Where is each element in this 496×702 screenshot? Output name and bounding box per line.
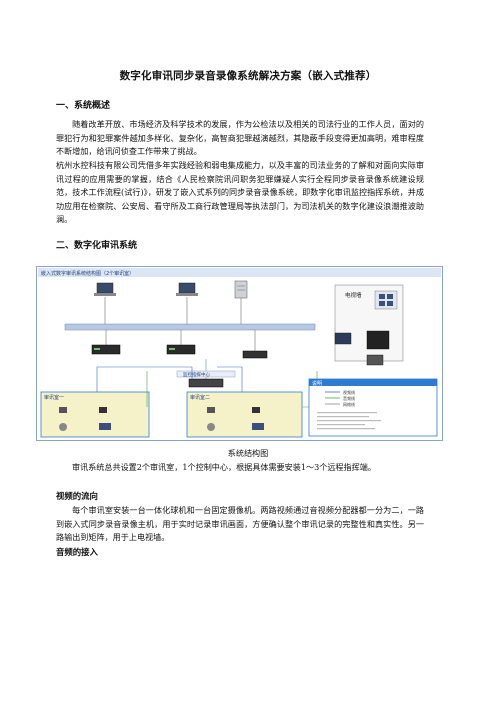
legend-box: [308, 378, 438, 437]
video-flow-paragraph: 每个审讯室安装一台一体化球机和一台固定摄像机。两路视频通过音视频分配器都一分为二…: [56, 504, 424, 545]
interrogation-room-left: [40, 391, 150, 438]
storage-icon: [366, 330, 390, 350]
room-right-label: 审讯室二: [190, 394, 210, 401]
monitor-icon: [334, 332, 352, 345]
diagram-header-text: 嵌入式数字审讯系统结构图（2个审讯室）: [41, 270, 134, 277]
section-heading-system: 二、数字化审讯系统: [56, 241, 138, 251]
system-paragraph: 审讯系统总共设置2个审讯室，1个控制中心，根据具体需要安装1～3个远程指挥端。: [56, 461, 424, 475]
laptop-icon: [94, 282, 116, 296]
decoder-icon: [242, 350, 268, 359]
tv-wall-label: 电视墙: [345, 291, 362, 299]
legend-item-audio: 音频线: [343, 395, 355, 401]
tv-wall-panel: 电视墙: [334, 284, 404, 362]
mic-icon: [252, 407, 260, 413]
recorder-host-icon: [166, 344, 196, 355]
system-structure-diagram: 嵌入式数字审讯系统结构图（2个审讯室）: [36, 266, 443, 441]
control-center-label: 监控指挥中心: [183, 371, 210, 378]
room-left-label: 审讯室一: [44, 394, 64, 401]
server-icon: [234, 280, 248, 299]
diagram-svg: 嵌入式数字审讯系统结构图（2个审讯室）: [38, 268, 441, 438]
network-bus: [64, 323, 316, 331]
overview-paragraph-1: 随着改革开放、市场经济及科学技术的发展，作为公检法以及相关的司法行业的工作人员，…: [56, 118, 424, 159]
dome-camera-icon: [207, 423, 215, 431]
diagram-caption: 系统结构图: [227, 448, 269, 458]
display-icon: [252, 423, 264, 430]
speaker-icon: [366, 354, 384, 366]
laptop-icon: [176, 282, 198, 296]
legend-item-network: 网络线: [343, 401, 355, 407]
legend-item-video: 视频线: [343, 389, 355, 395]
legend-header: [309, 379, 437, 386]
legend-notes: [317, 412, 381, 430]
overview-paragraph-1-text: 随着改革开放、市场经济及科学技术的发展，作为公检法以及相关的司法行业的工作人员，…: [56, 119, 424, 156]
display-icon: [99, 423, 111, 430]
camera-icon: [207, 407, 215, 413]
video-flow-paragraph-text: 每个审讯室安装一台一体化球机和一台固定摄像机。两路视频通过音视频分配器都一分为二…: [56, 505, 424, 542]
recorder-host-icon: [91, 344, 121, 355]
overview-paragraph-2: 杭州水控科技有限公司凭借多年实践经验和弱电集成能力，以及丰富的司法业务的了解和对…: [56, 160, 424, 224]
interrogation-room-right: [186, 391, 303, 438]
mic-icon: [99, 407, 107, 413]
control-center-box: [176, 370, 236, 378]
camera-icon: [59, 407, 67, 413]
video-flow-heading: 视频的流向: [56, 491, 98, 501]
audio-heading: 音频的接入: [56, 547, 98, 557]
diagram-header-band: [38, 268, 441, 277]
section-heading-overview: 一、系统概述: [56, 101, 111, 111]
system-paragraph-text: 审讯系统总共设置2个审讯室，1个控制中心，根据具体需要安装1～3个远程指挥端。: [72, 462, 376, 472]
document-title: 数字化审讯同步录音录像系统解决方案（嵌入式推荐）: [119, 70, 377, 82]
matrix-icon: [188, 378, 224, 388]
legend-title: 说明: [312, 380, 322, 387]
dome-camera-icon: [59, 423, 67, 431]
